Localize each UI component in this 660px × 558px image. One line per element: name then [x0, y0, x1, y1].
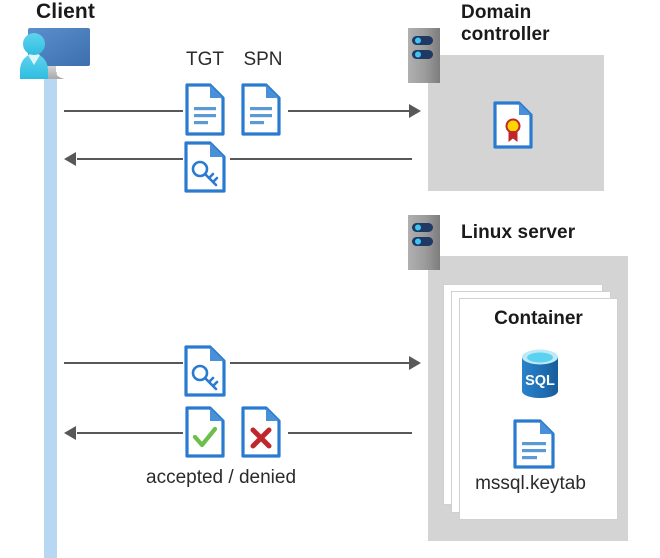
arrow-head-left-2: [64, 152, 76, 166]
container-card-stack: [443, 284, 618, 520]
document-lines-icon: [185, 83, 225, 141]
server-rack-icon: [408, 215, 440, 270]
document-check-icon: [185, 406, 225, 463]
connector-line-3-left: [64, 362, 183, 364]
connector-line-4-right: [288, 432, 412, 434]
connector-line-1-right: [288, 110, 410, 112]
title-domain-controller-line2: controller: [461, 24, 550, 46]
keytab-filename-label: mssql.keytab: [475, 473, 586, 494]
page-title-client: Client: [36, 0, 95, 23]
arrow-head-left-4: [64, 426, 76, 440]
arrow-head-right-1: [409, 104, 421, 118]
connector-line-3-right: [230, 362, 412, 364]
document-key-icon: [184, 345, 227, 402]
title-domain-controller-line1: Domain: [461, 2, 532, 23]
title-linux-server: Linux server: [461, 222, 576, 243]
document-lines-icon: [241, 83, 281, 141]
connector-line-4-left: [77, 432, 183, 434]
user-monitor-icon: [6, 24, 98, 86]
arrow-head-right-3: [409, 356, 421, 370]
certificate-document-icon: [493, 101, 533, 154]
document-icon: [513, 419, 555, 474]
container-card-front: [459, 298, 618, 520]
connector-line-2-left: [77, 158, 183, 160]
document-x-icon: [241, 406, 281, 463]
document-key-icon: [184, 141, 227, 198]
accepted-denied-caption: accepted / denied: [146, 467, 297, 488]
container-title: Container: [494, 308, 583, 329]
label-tgt: TGT: [186, 49, 224, 70]
label-spn: SPN: [243, 49, 283, 70]
svg-text:SQL: SQL: [525, 373, 555, 389]
sql-database-icon: SQL: [518, 348, 562, 405]
client-lifeline: [44, 72, 57, 558]
connector-line-1-left: [64, 110, 183, 112]
title-domain-controller: Domain controller: [461, 2, 611, 47]
server-rack-icon: [408, 28, 440, 83]
connector-line-2-right: [230, 158, 412, 160]
